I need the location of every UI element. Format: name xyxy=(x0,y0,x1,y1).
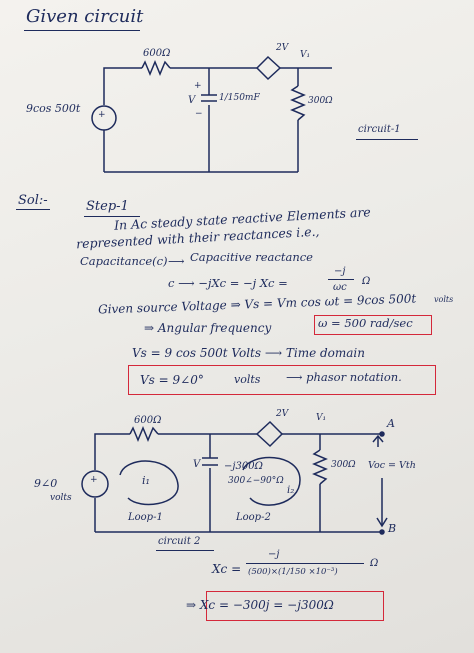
c2-node-label: V₁ xyxy=(316,413,327,423)
c2-loop1-current: i₁ xyxy=(142,474,150,487)
text-line-8a: Vs = 9∠0° xyxy=(140,373,204,387)
c1-cap-plus: + xyxy=(194,81,202,91)
c1-node-label: V₁ xyxy=(300,50,311,60)
c2-node-a: A xyxy=(387,417,395,430)
text-line-5b: volts xyxy=(434,295,454,304)
c1-load-label: 300Ω xyxy=(308,96,333,106)
loop2-arrow xyxy=(242,456,301,506)
c2-source-plus: + xyxy=(90,475,98,485)
resistor-300-c2 xyxy=(312,449,328,485)
c2-cap-polar: 300∠−90°Ω xyxy=(228,476,284,486)
text-line-4-den: ωc xyxy=(333,282,347,293)
xc-result: ⇒ Xc = −300j = −j300Ω xyxy=(186,598,334,612)
c2-name-underline xyxy=(156,550,214,551)
circuit-1-wires xyxy=(103,67,332,173)
c1-cap-minus: − xyxy=(195,109,203,119)
c1-cap-label: 1/150mF xyxy=(219,93,260,103)
text-line-3a: Capacitance(c) xyxy=(80,254,168,268)
xc-num: −j xyxy=(268,549,280,560)
text-line-8b: volts xyxy=(234,373,261,386)
text-line-4-unit: Ω xyxy=(362,276,371,287)
text-line-3-arrow: ⟶ xyxy=(168,254,185,268)
c2-loop2-label: Loop-2 xyxy=(236,512,271,523)
sol-underline xyxy=(16,209,50,210)
voltage-source-c1 xyxy=(91,105,117,131)
xc-lhs: Xc = xyxy=(212,562,242,576)
node-b-dot xyxy=(379,529,385,535)
c1-dep-source-label: 2V xyxy=(276,43,289,53)
c1-cap-v: V xyxy=(188,95,196,106)
resistor-600-c1 xyxy=(141,60,171,76)
c2-cap-v: V xyxy=(193,459,201,470)
c2-dep-source-label: 2V xyxy=(276,409,289,419)
text-line-6b: ω = 500 rad/sec xyxy=(318,316,413,330)
text-line-7: Vs = 9 cos 500t Volts ⟶ Time domain xyxy=(132,346,365,360)
xc-den: (500)×(1/150 ×10⁻³) xyxy=(248,567,338,577)
resistor-600-c2 xyxy=(129,426,159,442)
c1-source-plus: + xyxy=(98,110,106,120)
step-label: Step-1 xyxy=(86,199,129,214)
omega-box xyxy=(314,315,432,335)
text-line-6a: ⇒ Angular frequency xyxy=(144,321,272,335)
voltage-source-c2 xyxy=(81,470,109,498)
c2-voc-label: Voc = Vth xyxy=(368,460,416,471)
dependent-source-c2 xyxy=(255,420,284,448)
c2-loop2-current: i₂ xyxy=(287,485,295,496)
c2-name: circuit 2 xyxy=(158,536,201,547)
text-line-3b: Capacitive reactance xyxy=(190,250,313,264)
c2-loop1-label: Loop-1 xyxy=(128,512,163,523)
capacitor-c1 xyxy=(201,94,217,102)
text-line-4a: c ⟶ −jXc = −j Xc = xyxy=(168,276,288,290)
node-a-dot xyxy=(379,431,385,437)
xc-fraction-bar xyxy=(246,563,364,564)
sol-label: Sol:- xyxy=(18,193,48,208)
c1-source-label: 9cos 500t xyxy=(26,102,81,115)
c2-source-label: 9∠0 xyxy=(34,477,58,490)
c1-name-underline xyxy=(356,139,418,140)
text-line-8c: ⟶ phasor notation. xyxy=(286,370,402,384)
c2-load-label: 300Ω xyxy=(331,460,356,470)
title-underline xyxy=(24,30,140,31)
dependent-source-c1 xyxy=(255,55,282,81)
fraction-bar-4 xyxy=(328,279,354,280)
step-underline xyxy=(84,216,140,217)
c1-name: circuit-1 xyxy=(358,124,401,135)
c2-resistor-label: 600Ω xyxy=(134,415,162,426)
c1-resistor-label: 600Ω xyxy=(143,48,171,59)
xc-unit: Ω xyxy=(370,558,379,569)
xc-result-box xyxy=(206,591,384,621)
loop1-arrow xyxy=(119,460,179,506)
phasor-box xyxy=(128,365,436,395)
c2-source-unit: volts xyxy=(50,493,72,503)
c2-cap-react: −j300Ω xyxy=(224,461,263,472)
circuit-2-wires xyxy=(94,433,382,533)
resistor-300-c1 xyxy=(290,85,306,121)
capacitor-c2 xyxy=(202,457,218,466)
text-line-4-num: −j xyxy=(334,266,346,277)
c2-node-b: B xyxy=(388,522,397,535)
voc-arrows xyxy=(372,434,388,528)
page-title: Given circuit xyxy=(26,6,144,27)
